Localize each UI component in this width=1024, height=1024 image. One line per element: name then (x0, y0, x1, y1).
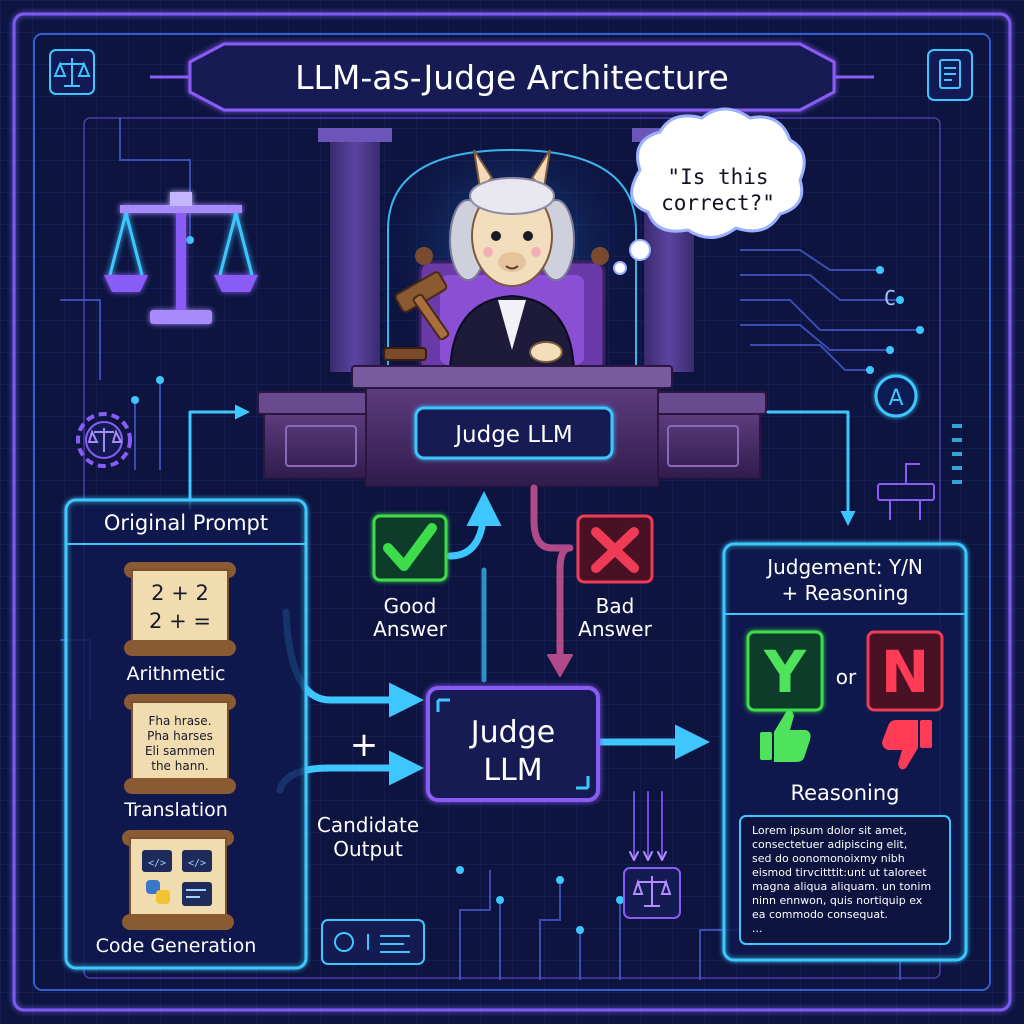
translation-line-2: Pha harses (147, 729, 213, 743)
gavel-icon (383, 271, 450, 361)
code-tag-1: </> (148, 858, 166, 869)
thumbs-up-icon (760, 710, 811, 762)
side-badge-letter: A (888, 386, 903, 411)
code-tag-2: </> (188, 858, 206, 869)
side-signal-bars (952, 424, 962, 484)
reasoning-line-3: sed do oonomonoixmy nibh (752, 852, 905, 865)
scales-icon (53, 58, 91, 87)
side-circuit-label: C (884, 286, 896, 310)
bad-answer-x-icon (576, 514, 654, 584)
document-badge-top-right (927, 49, 973, 101)
bad-answer-label-line-1: Bad (596, 594, 635, 618)
judgement-header-line-2: + Reasoning (782, 581, 909, 605)
side-circuit-device-icon (877, 463, 935, 520)
thought-bubble-line-2: correct?" (661, 191, 775, 215)
translation-label: Translation (123, 799, 228, 821)
judgement-header-line-1: Judgement: Y/N (765, 555, 923, 579)
no-badge: N (866, 630, 944, 712)
candidate-output-line-1: Candidate (317, 813, 419, 837)
arrow-prompt-to-bench (188, 404, 250, 510)
translation-line-1: Fha hrase. (148, 714, 211, 728)
gear-scale-icon (76, 412, 132, 468)
reasoning-text-box: Lorem ipsum dolor sit amet, consectetuer… (739, 815, 951, 945)
python-logo-icon (146, 880, 170, 904)
judge-box-line-2: LLM (483, 753, 542, 788)
circuit-nodes (131, 236, 924, 934)
reasoning-line-7: ea commodo consequat. (752, 908, 888, 921)
page-title: LLM-as-Judge Architecture (295, 58, 729, 97)
fingerprint-icon (334, 932, 354, 952)
thumbs-down-icon (882, 720, 932, 770)
reasoning-line-6: ninn ennwon, quis nortiquip ex (752, 894, 923, 907)
plus-sign: + (350, 725, 379, 765)
pillar-left (330, 142, 380, 372)
good-answer-label-line-2: Answer (373, 617, 447, 641)
arithmetic-line-2: 2 + = (149, 609, 211, 633)
translation-line-4: the hann. (151, 759, 209, 773)
bad-answer-label-line-2: Answer (578, 617, 652, 641)
small-scales-icon (632, 876, 672, 907)
arrow-bad-answer-down (530, 484, 574, 659)
reasoning-line-1: Lorem ipsum dolor sit amet, (752, 824, 907, 837)
good-answer-label-line-1: Good (384, 594, 437, 618)
original-prompt-header: Original Prompt (104, 511, 268, 535)
document-icon (939, 59, 961, 89)
code-generation-label: Code Generation (96, 935, 257, 957)
thought-bubble-line-1: "Is this (667, 165, 768, 189)
arithmetic-scroll: 2 + 2 2 + = (124, 562, 236, 656)
thought-bubble: "Is this correct?" (613, 107, 806, 275)
justice-scale-icon (104, 192, 258, 324)
arrow-good-answer-up (446, 491, 502, 560)
arrow-bench-to-judgement (766, 410, 856, 526)
arithmetic-line-1: 2 + 2 (151, 581, 209, 605)
title-banner: LLM-as-Judge Architecture (150, 42, 874, 112)
reasoning-line-4: eismod tirvcitttit:unt ut taloreet (752, 866, 927, 879)
yes-letter: Y (763, 638, 807, 706)
arithmetic-label: Arithmetic (127, 663, 226, 685)
code-generation-scroll: </> </> (122, 830, 234, 930)
bottom-code-chip (321, 919, 425, 965)
pillar-left-cap (318, 128, 392, 142)
judge-bench-label: Judge LLM (453, 422, 573, 448)
no-letter: N (881, 638, 930, 706)
bottom-scale-chip (623, 867, 681, 919)
flow-arrows (188, 404, 856, 861)
yes-badge: Y (746, 630, 824, 712)
judge-llm-box: Judge LLM (426, 686, 600, 802)
scale-badge-top-left (49, 49, 95, 95)
llama-judge-figure (448, 149, 576, 373)
reasoning-line-8: ... (752, 922, 763, 935)
reasoning-line-5: magna aliqua aliquam. un tonim (752, 880, 931, 893)
judge-bench-plaque: Judge LLM (414, 406, 614, 460)
translation-line-3: Eli sammen (145, 744, 215, 758)
side-badge-a: A (874, 374, 918, 418)
reasoning-label: Reasoning (790, 781, 899, 805)
good-answer-check-icon (372, 514, 448, 582)
judge-box-line-1: Judge (469, 715, 555, 750)
reasoning-line-2: consectetuer adipiscing elit, (752, 838, 907, 851)
or-text: or (836, 665, 857, 689)
translation-scroll: Fha hrase. Pha harses Eli sammen the han… (124, 694, 236, 794)
candidate-output-line-2: Output (333, 837, 403, 861)
